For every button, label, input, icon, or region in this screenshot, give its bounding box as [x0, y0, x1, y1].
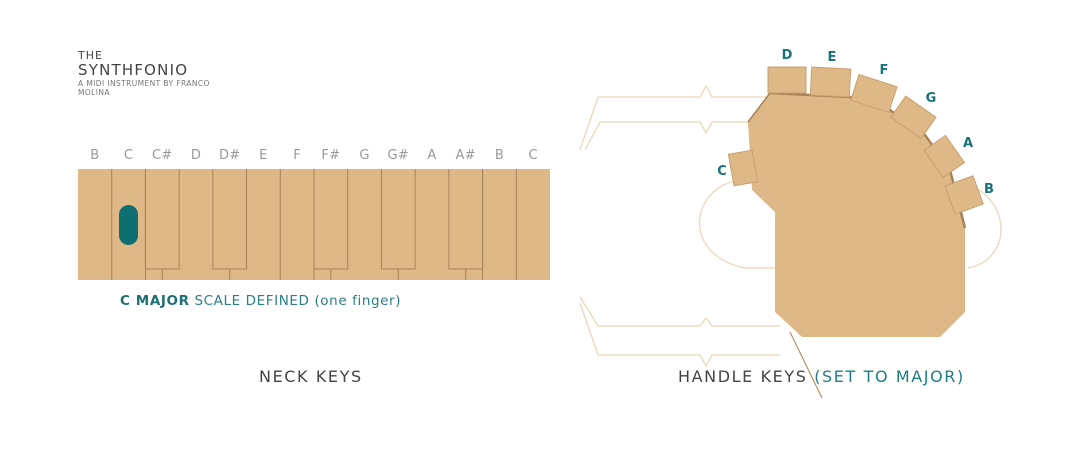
brand-name: SYNTHFONIO — [78, 61, 189, 79]
neck-sharp-key — [313, 169, 349, 280]
handle-keys-title: HANDLE KEYS (SET TO MAJOR) — [678, 367, 965, 386]
finger-position-marker — [119, 205, 138, 245]
neck-keys-title: NECK KEYS — [259, 367, 363, 386]
neck-note-label: A — [427, 148, 437, 163]
neck-note-labels: B C C# D D# E F F# G G# A A# B C — [78, 148, 550, 164]
neck-sharp-key — [144, 169, 180, 280]
handle-key-label-g: G — [926, 91, 937, 106]
neck-note-label: C — [123, 148, 134, 163]
handle-keys-title-main: HANDLE KEYS — [678, 367, 808, 386]
handle-wood — [748, 93, 965, 337]
neck-key-dividers — [111, 169, 517, 280]
scale-description: SCALE DEFINED (one finger) — [189, 293, 402, 309]
lower-arrow-outline — [579, 302, 780, 368]
brand-subtitle: A MIDI INSTRUMENT BY FRANCO MOLINA — [78, 79, 210, 97]
neck-note-label: F — [293, 148, 302, 163]
neck-keyboard — [78, 169, 550, 280]
handle-key-e — [809, 66, 852, 98]
brand-the: THE — [78, 49, 103, 62]
neck-note-label: D — [190, 148, 202, 163]
handle-key-labels: D E F G A B C — [717, 48, 994, 197]
handle-key-label-d: D — [782, 48, 793, 63]
brand-logo: THE SYNTHFONIO A MIDI INSTRUMENT BY FRAN… — [78, 49, 218, 98]
handle-keys — [727, 66, 984, 215]
handle-key-c — [727, 149, 759, 187]
handle-key-label-b: B — [984, 182, 994, 197]
handle-keys-title-mode: (SET TO MAJOR) — [814, 367, 965, 386]
neck-note-label: E — [259, 148, 268, 163]
handle-key-g — [890, 95, 937, 140]
handle-key-d — [767, 66, 807, 94]
neck-note-label: B — [494, 148, 505, 163]
handle-key-label-c: C — [717, 164, 727, 179]
handle-key-a — [923, 134, 966, 179]
scale-name: C MAJOR — [120, 293, 190, 309]
neck-note-label: G — [359, 148, 370, 163]
connector-arrows — [579, 84, 1002, 368]
neck-note-label: B — [90, 148, 100, 163]
handle-strap-line — [789, 331, 823, 399]
handle-key-f — [850, 73, 898, 114]
handle-key-label-f: F — [880, 63, 889, 78]
lower-arrow-inner — [579, 296, 780, 327]
neck-note-label: C — [528, 148, 538, 163]
neck-sharp-key — [380, 169, 416, 280]
neck-sharp-key — [212, 169, 248, 280]
handle-body — [747, 91, 967, 399]
neck-scale-caption: C MAJOR SCALE DEFINED (one finger) — [120, 293, 401, 309]
upper-arrow-outline — [579, 84, 770, 151]
neck-note-label: F# — [321, 148, 341, 163]
neck-note-label: A# — [455, 148, 476, 163]
neck-note-label: G# — [387, 148, 410, 163]
thumb-loop-outline — [699, 179, 778, 269]
upper-arrow-inner — [584, 121, 770, 151]
neck-sharp-key — [448, 169, 484, 280]
neck-note-label: D# — [218, 148, 241, 163]
handle-rail-edge — [747, 92, 771, 123]
handle-key-b — [944, 175, 984, 215]
handle-key-label-a: A — [963, 136, 973, 151]
neck-note-label: C# — [151, 148, 173, 163]
handle-key-label-e: E — [828, 50, 837, 65]
side-loop-outline — [967, 184, 1002, 269]
